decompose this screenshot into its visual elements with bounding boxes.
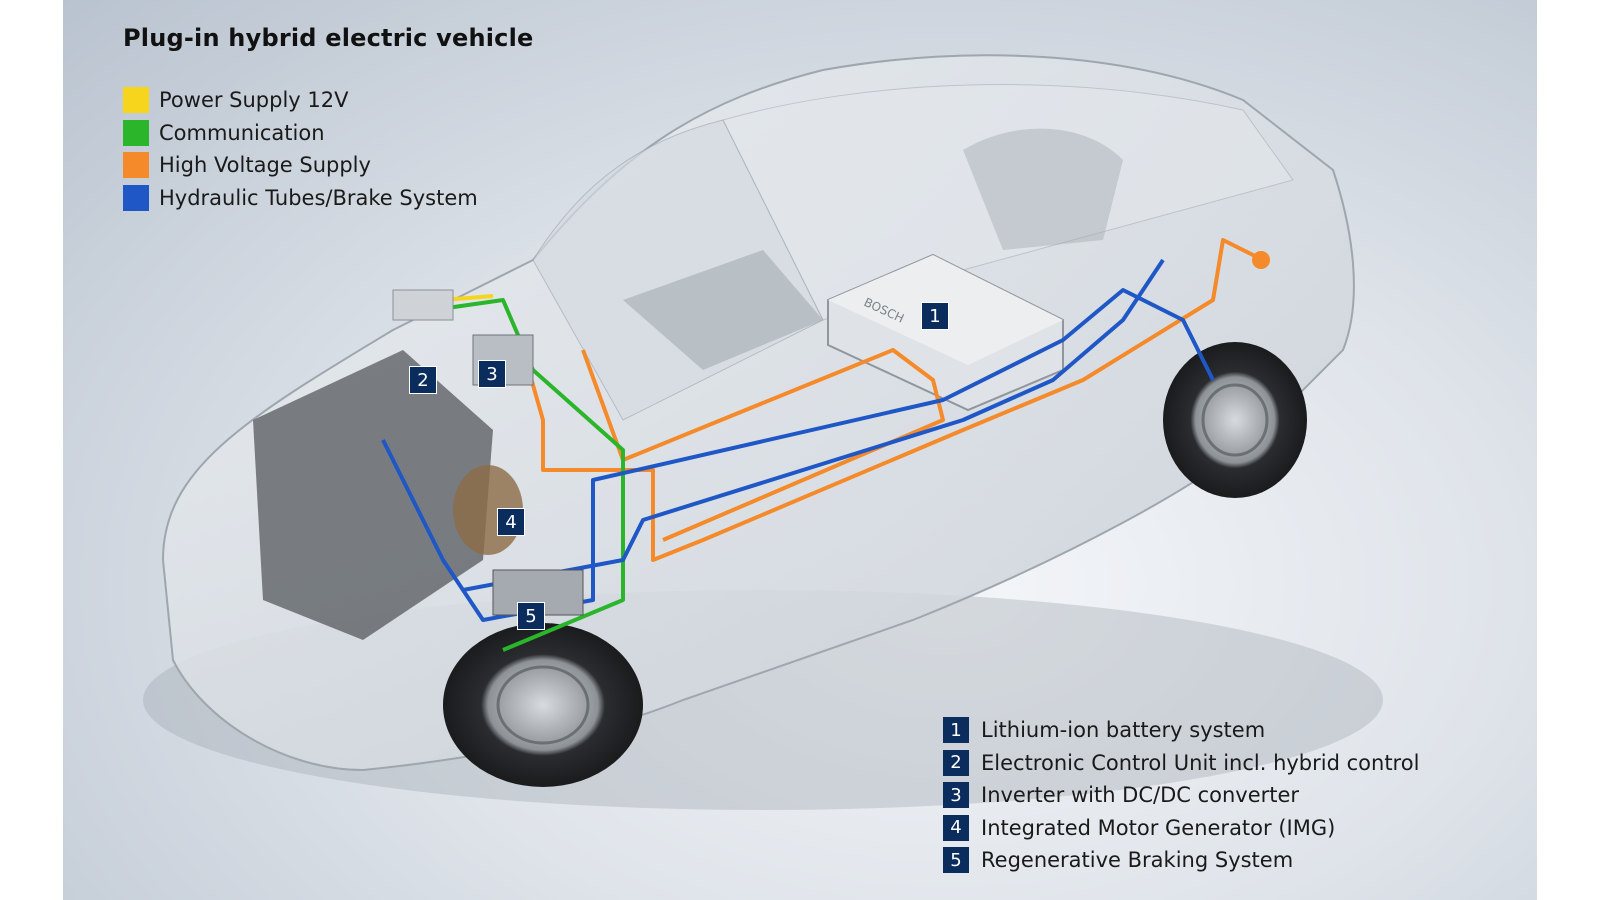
component-number: 1 [943, 717, 969, 744]
component-item: 5 Regenerative Braking System [943, 844, 1419, 877]
legend-label: High Voltage Supply [159, 153, 371, 178]
component-item: 1 Lithium-ion battery system [943, 714, 1419, 747]
legend-item: Hydraulic Tubes/Brake System [123, 182, 478, 215]
rear-wheel [1163, 342, 1307, 498]
legend-label: Power Supply 12V [159, 88, 349, 113]
component-number: 5 [943, 847, 969, 874]
component-label: Regenerative Braking System [981, 848, 1294, 873]
marker-5: 5 [517, 602, 545, 630]
charging-port [1252, 251, 1270, 269]
component-number: 3 [943, 782, 969, 809]
diagram-canvas: BOSCH Plug-in hybrid electric vehicle Po… [63, 0, 1537, 900]
car-illustration: BOSCH [143, 54, 1383, 810]
seats [623, 250, 823, 370]
component-item: 3 Inverter with DC/DC converter [943, 779, 1419, 812]
component-label: Integrated Motor Generator (IMG) [981, 815, 1336, 840]
ecu [392, 289, 454, 321]
legend-item: High Voltage Supply [123, 149, 478, 182]
legend-item: Communication [123, 117, 478, 150]
legend-item: Power Supply 12V [123, 84, 478, 117]
communication-line [432, 298, 625, 652]
component-item: 4 Integrated Motor Generator (IMG) [943, 812, 1419, 845]
wiring [381, 238, 1270, 652]
component-label: Lithium-ion battery system [981, 718, 1266, 743]
marker-3: 3 [478, 360, 506, 388]
marker-2: 2 [409, 366, 437, 394]
marker-1: 1 [921, 302, 949, 330]
brake-line-2 [462, 258, 1165, 592]
engine [253, 350, 493, 640]
green-swatch [123, 119, 149, 146]
component-label: Inverter with DC/DC converter [981, 783, 1300, 808]
orange-swatch [123, 152, 149, 179]
color-legend: Power Supply 12V Communication High Volt… [123, 84, 478, 214]
front-wheel [443, 623, 643, 787]
marker-4: 4 [497, 508, 525, 536]
legend-label: Hydraulic Tubes/Brake System [159, 185, 478, 210]
component-number: 4 [943, 814, 969, 841]
diagram-title: Plug-in hybrid electric vehicle [123, 24, 534, 52]
component-label: Electronic Control Unit incl. hybrid con… [981, 750, 1420, 775]
high-voltage-line [521, 238, 1264, 562]
blue-swatch [123, 184, 149, 211]
legend-label: Communication [159, 120, 325, 145]
yellow-swatch [123, 87, 149, 114]
rear-seats [963, 128, 1123, 250]
component-legend: 1 Lithium-ion battery system 2 Electronic … [943, 714, 1419, 877]
component-item: 2 Electronic Control Unit incl. hybrid co… [943, 747, 1419, 780]
roof [722, 84, 1294, 321]
component-number: 2 [943, 749, 969, 776]
